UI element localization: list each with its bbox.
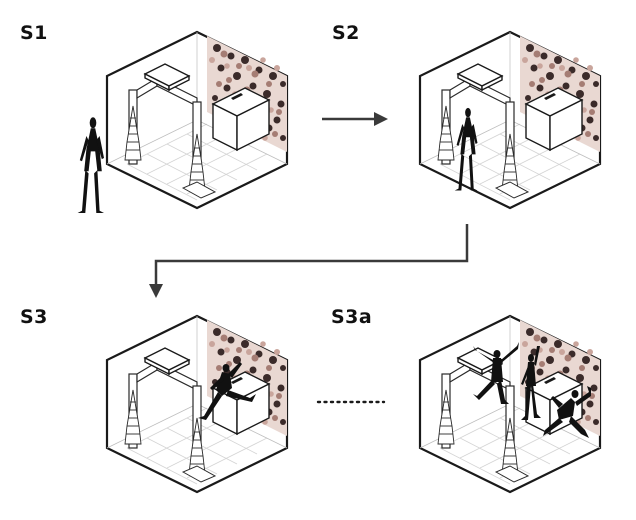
- room-s3: [105, 314, 289, 494]
- room-s2: [418, 30, 602, 210]
- dancing-figure-icon: [543, 386, 591, 438]
- dancing-figure-icon: [473, 342, 519, 404]
- stage-label-s3: S3: [20, 306, 48, 328]
- stage-label-s3a: S3a: [331, 306, 373, 328]
- stage-label-s1: S1: [20, 22, 48, 44]
- arrow-s2-to-s3: [149, 224, 469, 298]
- dancing-figure-icon: [521, 346, 541, 420]
- dancing-figure-icon: [198, 362, 256, 420]
- walking-figure-icon: [77, 117, 104, 213]
- room-s1: [105, 30, 289, 210]
- arrow-s1-to-s2: [322, 112, 388, 126]
- stage-label-s2: S2: [332, 22, 360, 44]
